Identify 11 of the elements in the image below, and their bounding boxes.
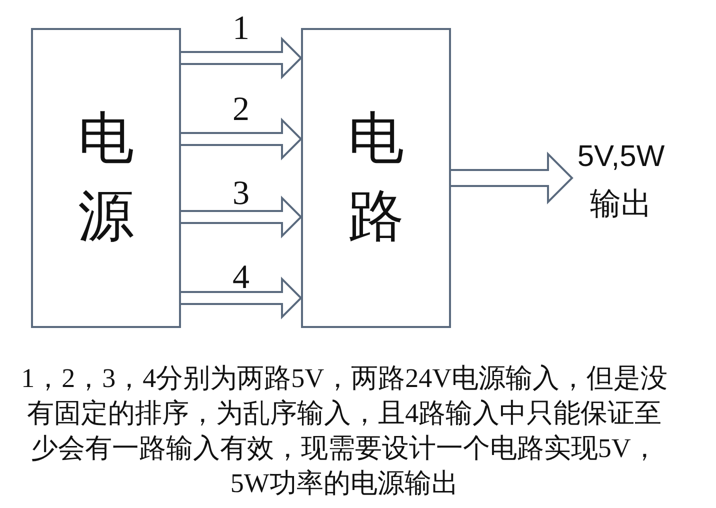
edge-label: 3 xyxy=(232,177,250,211)
output-label: 输出 xyxy=(590,186,652,222)
caption-text: 1，2，3，4分别为两路5V，两路24V电源输入，但是没有固定的排序，为乱序输入，且4路输入中只能保证至少会有一路输入有效，现需要设计一个电路实现5V，5W功率的电源输出 xyxy=(20,362,669,500)
vertical-text: 电路 xyxy=(348,106,404,250)
edge-label: 4 xyxy=(232,261,250,295)
edge-label: 1 xyxy=(232,12,250,46)
edge-label: 2 xyxy=(232,93,250,127)
vertical-text: 电源 xyxy=(78,106,134,250)
output-label: 5V,5W xyxy=(577,140,665,174)
block-box xyxy=(31,28,181,328)
block-box xyxy=(301,28,451,328)
